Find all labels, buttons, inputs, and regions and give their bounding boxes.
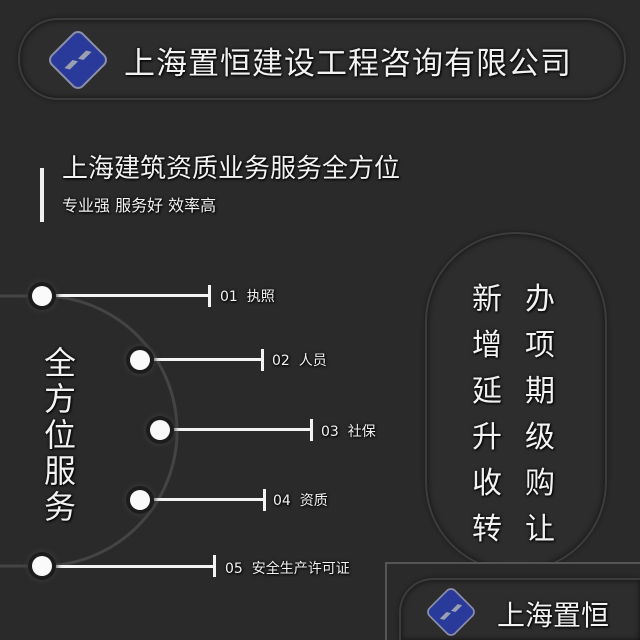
vertical-char: 服 [43,452,76,490]
action-char: 让 [525,512,555,547]
action-char: 项 [525,328,555,363]
headline-title: 上海建筑资质业务服务全方位 [62,154,401,184]
headline-bar [40,168,44,222]
node-dot [32,286,52,306]
headline-subtitle: 专业强 服务好 效率高 [62,196,217,215]
action-char: 购 [525,466,555,501]
footer-badge: 上海置恒 [399,578,640,640]
item-label: 执照 [246,289,275,305]
node-dot [130,350,150,370]
item-num: 05 [225,561,243,577]
footer-thumbnail: 上海置恒 [385,562,640,640]
action-char: 升 [472,420,502,455]
company-logo-icon [423,584,479,640]
footer-badge-text: 上海置恒 [497,599,610,632]
action-char: 办 [525,282,555,317]
action-char: 延 [472,374,502,409]
item-num: 01 [220,289,238,305]
header-banner: 上海置恒建设工程咨询有限公司 [18,18,626,100]
action-char: 转 [472,512,502,547]
vertical-char: 务 [43,488,76,526]
company-name: 上海置恒建设工程咨询有限公司 [124,46,572,82]
node-dot [130,490,150,510]
item-num: 04 [273,493,291,509]
vertical-char: 位 [43,416,76,454]
action-char: 级 [525,420,555,455]
item-label: 资质 [299,493,328,509]
item-label: 安全生产许可证 [251,561,350,577]
services-vertical-label: 全 方 位 服 务 [40,338,80,526]
node-dot [150,420,170,440]
action-char: 增 [472,328,502,363]
action-char: 期 [525,374,555,409]
item-label: 社保 [347,424,376,440]
item-label: 人员 [298,353,327,369]
vertical-char: 全 [43,344,76,382]
item-num: 02 [272,353,290,369]
actions-panel: 新 增 延 升 收 转 办 项 期 级 购 让 [425,232,607,572]
action-char: 新 [472,282,502,317]
node-dot [32,556,52,576]
action-char: 收 [472,466,502,501]
vertical-char: 方 [43,380,76,418]
item-num: 03 [321,424,339,440]
